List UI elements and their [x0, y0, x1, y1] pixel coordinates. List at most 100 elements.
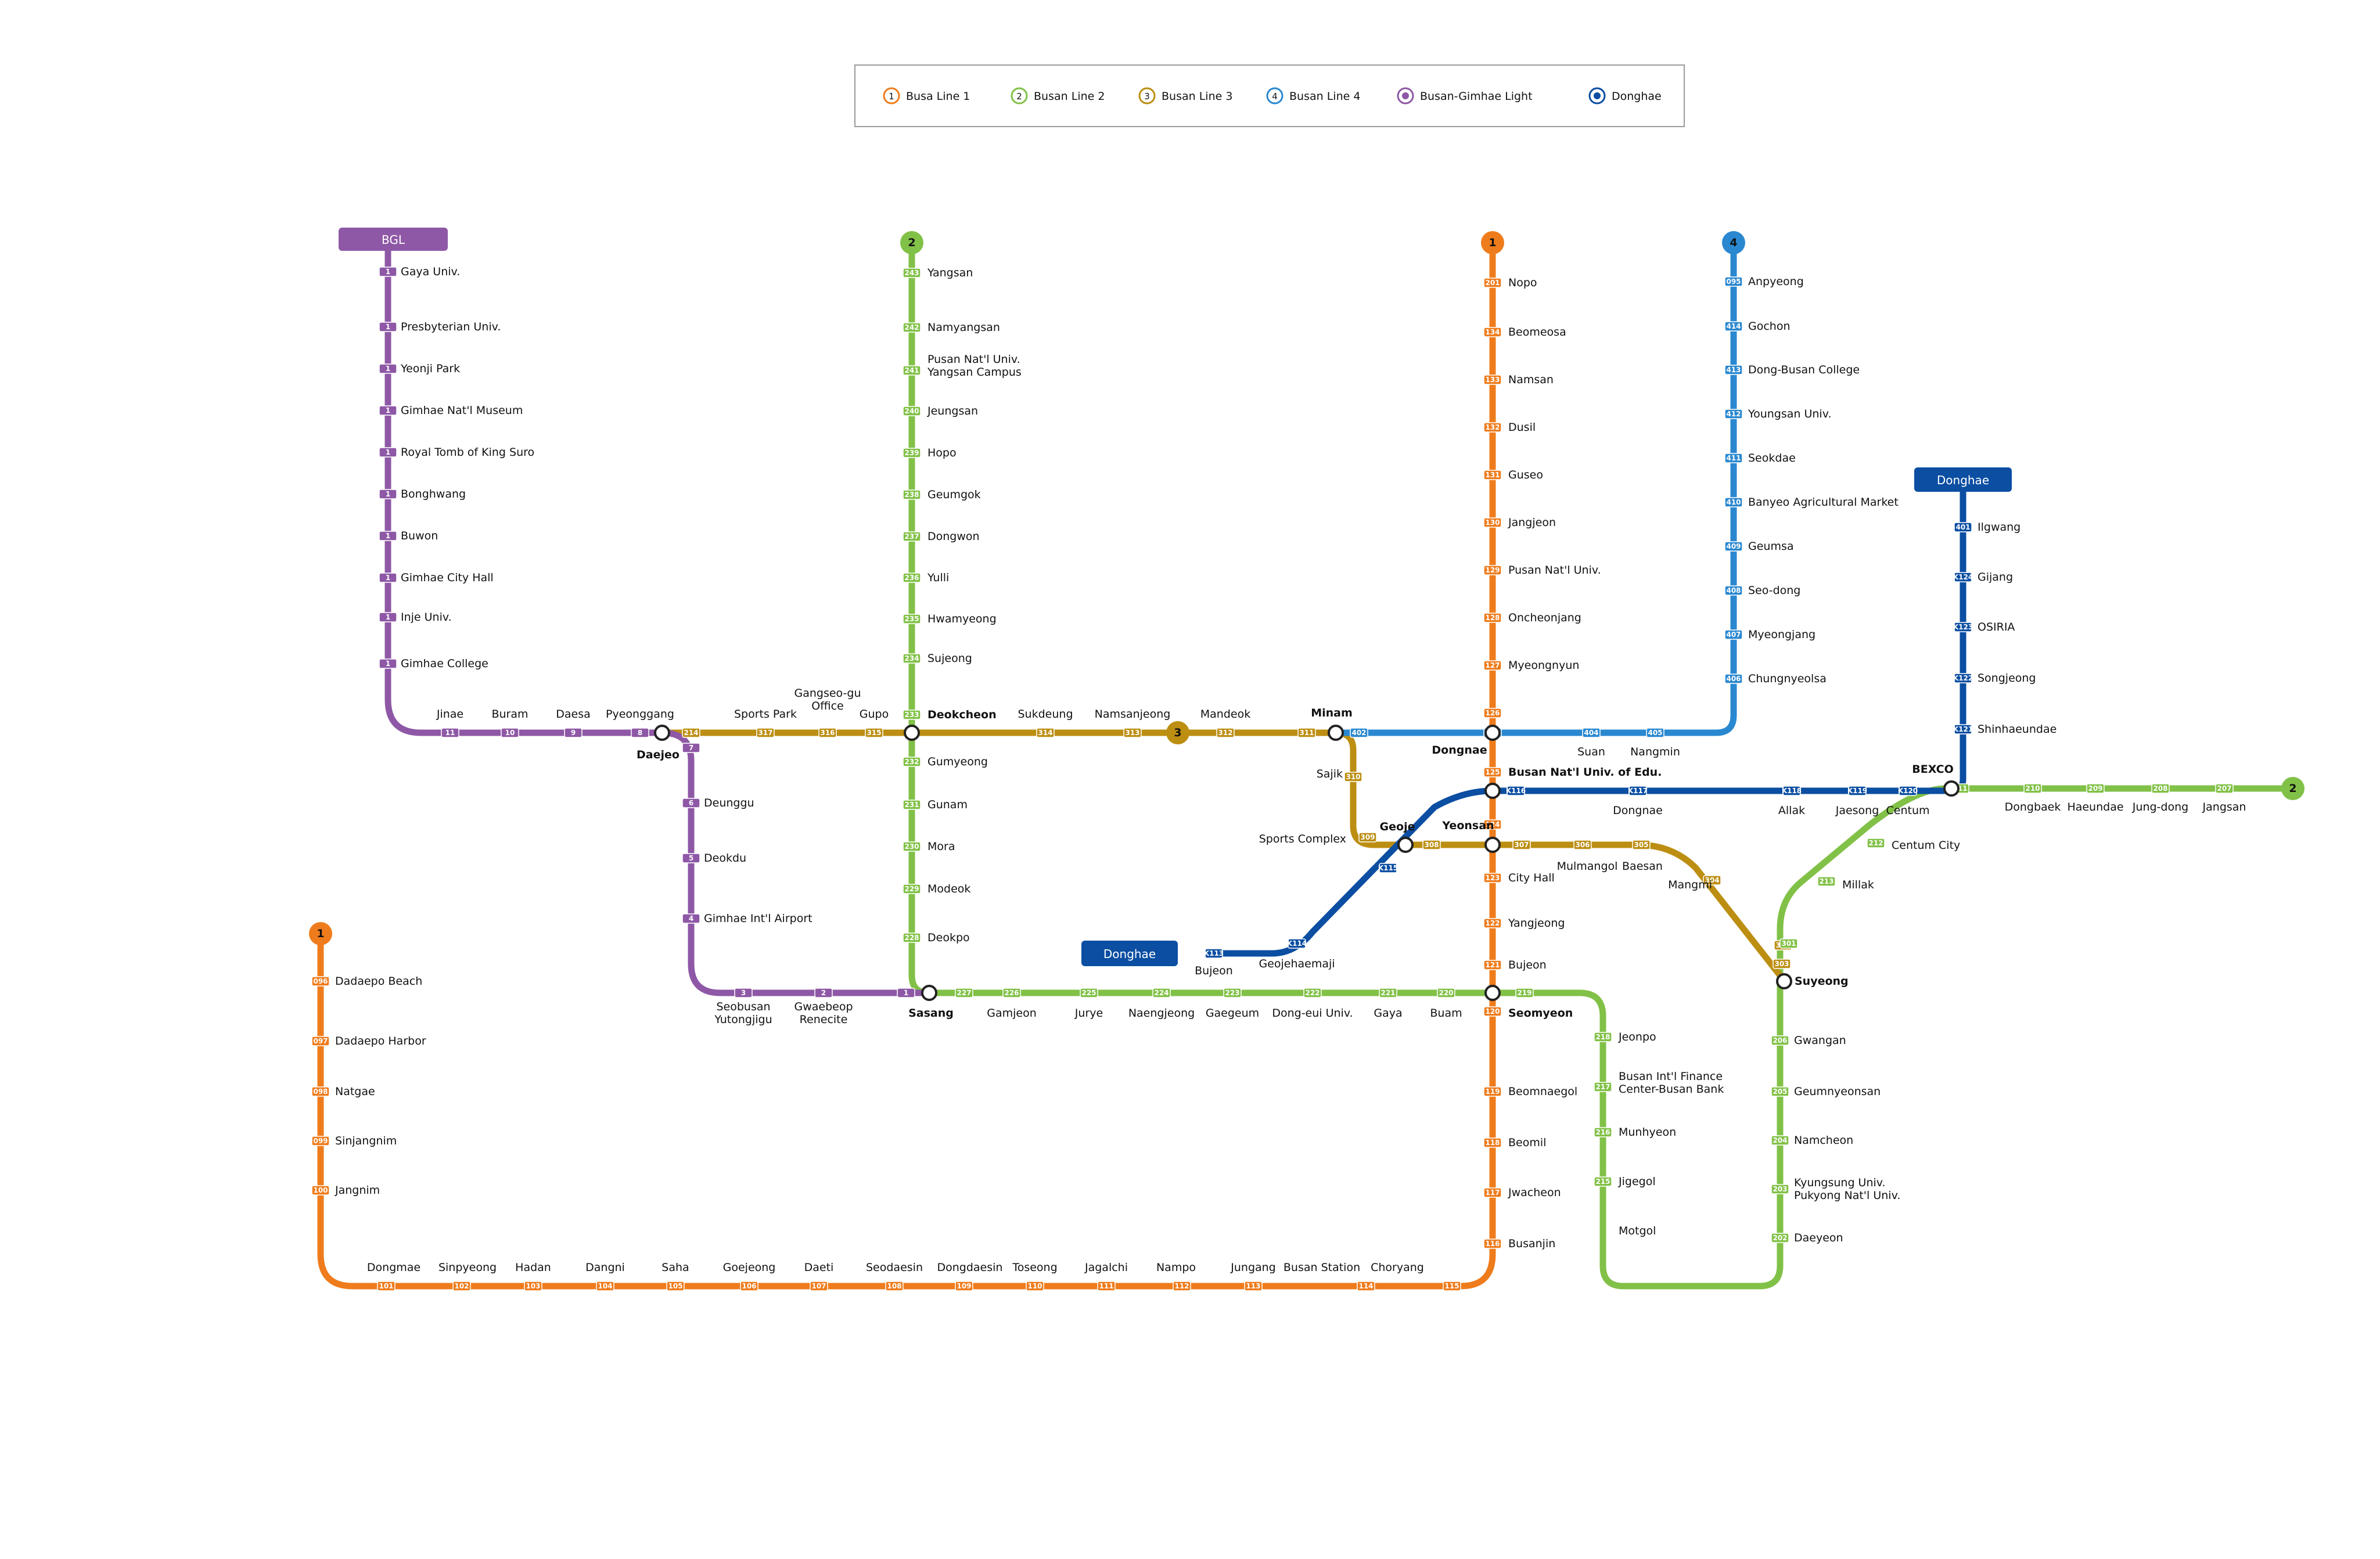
station-marker[interactable]: 109	[955, 1281, 973, 1291]
station-label[interactable]: Gimhae College	[401, 657, 488, 670]
station-label[interactable]: Minam	[1311, 707, 1353, 719]
station-marker[interactable]: 405	[1646, 728, 1664, 738]
station-marker[interactable]: 313	[1123, 728, 1142, 738]
station-marker[interactable]: 410	[1724, 497, 1743, 507]
station-label[interactable]: Sasang	[908, 1007, 954, 1020]
station-label[interactable]: Sajik	[1317, 768, 1343, 780]
station-marker[interactable]: 316	[818, 728, 837, 738]
station-marker[interactable]: K113	[1204, 948, 1224, 959]
station-marker[interactable]: 238	[903, 489, 921, 500]
station-marker[interactable]: 414	[1724, 321, 1743, 332]
station-label[interactable]: Inje Univ.	[401, 611, 452, 624]
station-marker[interactable]: 209	[2086, 783, 2105, 794]
station-marker[interactable]: 098	[311, 1086, 330, 1097]
station-label[interactable]: OSIRIA	[1978, 621, 2015, 633]
line-busan-gimhae[interactable]	[384, 246, 933, 996]
station-label[interactable]: Goejeong	[723, 1261, 776, 1274]
transfer-station-marker[interactable]	[1328, 725, 1344, 741]
station-label[interactable]: Jangjeon	[1508, 516, 1556, 529]
station-marker[interactable]: 8	[631, 728, 649, 738]
station-marker[interactable]: 107	[810, 1281, 828, 1291]
station-label[interactable]: Dongbaek	[2005, 801, 2061, 813]
station-marker[interactable]: 7	[682, 743, 700, 753]
station-label[interactable]: Sinpyeong	[438, 1261, 497, 1274]
station-marker[interactable]: 122	[1483, 918, 1502, 928]
station-label[interactable]: Daejeo	[637, 748, 680, 761]
station-marker[interactable]: 132	[1483, 422, 1502, 433]
legend-item-line-4[interactable]: 4 Busan Line 4	[1266, 87, 1360, 105]
station-label[interactable]: Gimhae City Hall	[401, 571, 494, 584]
station-label[interactable]: Gumyeong	[927, 755, 988, 768]
station-label[interactable]: Jaesong	[1835, 804, 1879, 817]
station-label[interactable]: Yangjeong	[1508, 917, 1565, 930]
station-marker[interactable]: 237	[903, 531, 921, 542]
station-marker[interactable]: 412	[1724, 409, 1743, 419]
station-label[interactable]: Natgae	[335, 1085, 375, 1098]
station-marker[interactable]: 305	[1632, 840, 1651, 850]
station-marker[interactable]: 240	[903, 406, 921, 416]
station-marker[interactable]: 101	[377, 1281, 396, 1291]
station-label[interactable]: Seo-dong	[1748, 584, 1800, 597]
station-label[interactable]: Saha	[661, 1261, 689, 1274]
station-marker[interactable]: 407	[1724, 629, 1743, 640]
station-label[interactable]: Toseong	[1012, 1261, 1057, 1274]
station-label[interactable]: Namsan	[1508, 373, 1554, 386]
station-label[interactable]: Jagalchi	[1084, 1261, 1128, 1274]
station-label[interactable]: Gupo	[860, 708, 889, 721]
station-label[interactable]: Suyeong	[1795, 975, 1849, 988]
station-label[interactable]: Daeyeon	[1794, 1232, 1843, 1244]
station-label[interactable]: Seokdae	[1748, 452, 1796, 465]
station-marker[interactable]: 225	[1080, 988, 1098, 998]
station-marker[interactable]: 226	[1002, 988, 1021, 998]
station-marker[interactable]: 106	[740, 1281, 758, 1291]
station-label[interactable]: Ilgwang	[1978, 521, 2021, 534]
station-label[interactable]: Jinae	[436, 708, 463, 721]
station-marker[interactable]: 235	[903, 614, 921, 624]
station-marker[interactable]: 206	[1771, 1035, 1789, 1046]
station-label[interactable]: Dusil	[1508, 421, 1536, 434]
station-label[interactable]: BEXCO	[1912, 763, 1954, 776]
station-label[interactable]: Daesa	[556, 708, 591, 721]
station-label[interactable]: Hopo	[927, 447, 957, 459]
station-label[interactable]: Sports Park	[734, 708, 797, 721]
station-marker[interactable]: 117	[1483, 1187, 1502, 1198]
station-marker[interactable]: 128	[1483, 613, 1502, 623]
station-marker[interactable]: 11	[441, 728, 459, 738]
station-marker[interactable]: 239	[903, 448, 921, 458]
station-label[interactable]: Buwon	[401, 530, 438, 542]
station-label[interactable]: Namyangsan	[927, 321, 1000, 334]
station-marker[interactable]: K114	[1287, 938, 1307, 949]
station-label[interactable]: Suan	[1577, 746, 1605, 758]
station-label[interactable]: Geumgok	[927, 488, 981, 501]
station-label[interactable]: Youngsan Univ.	[1748, 408, 1832, 420]
station-label[interactable]: Jangnim	[335, 1184, 380, 1197]
station-label[interactable]: Yeonji Park	[400, 362, 460, 375]
station-marker[interactable]: K122	[1953, 673, 1973, 683]
station-marker[interactable]: 317	[756, 728, 775, 738]
station-marker[interactable]: K124	[1953, 572, 1973, 582]
station-label[interactable]: Mulmangol	[1557, 860, 1618, 873]
station-label[interactable]: Buam	[1430, 1007, 1462, 1020]
donghae-banner-west[interactable]: Donghae	[1081, 941, 1178, 966]
station-label[interactable]: Beomnaegol	[1508, 1085, 1577, 1098]
station-marker[interactable]: 125	[1483, 767, 1502, 777]
line-4-terminal-badge[interactable]: 4	[1722, 231, 1745, 254]
line-3-badge[interactable]: 3	[1166, 721, 1189, 744]
station-marker[interactable]: 204	[1771, 1135, 1789, 1146]
station-label[interactable]: Seomyeon	[1508, 1007, 1573, 1020]
station-label[interactable]: Jurye	[1074, 1007, 1103, 1020]
station-marker[interactable]: 311	[1297, 728, 1316, 738]
station-label[interactable]: Yeonsan	[1441, 819, 1494, 832]
station-marker[interactable]: 133	[1483, 375, 1502, 385]
station-marker[interactable]: 216	[1594, 1127, 1612, 1137]
station-label[interactable]: Bujeon	[1508, 959, 1547, 971]
station-marker[interactable]: 102	[452, 1281, 471, 1291]
station-label[interactable]: Munhyeon	[1619, 1126, 1676, 1139]
station-marker[interactable]: 1	[379, 267, 397, 277]
station-label[interactable]: Dong-eui Univ.	[1272, 1007, 1353, 1020]
station-label[interactable]: Jeungsan	[927, 405, 978, 417]
station-marker[interactable]: 215	[1594, 1176, 1612, 1187]
